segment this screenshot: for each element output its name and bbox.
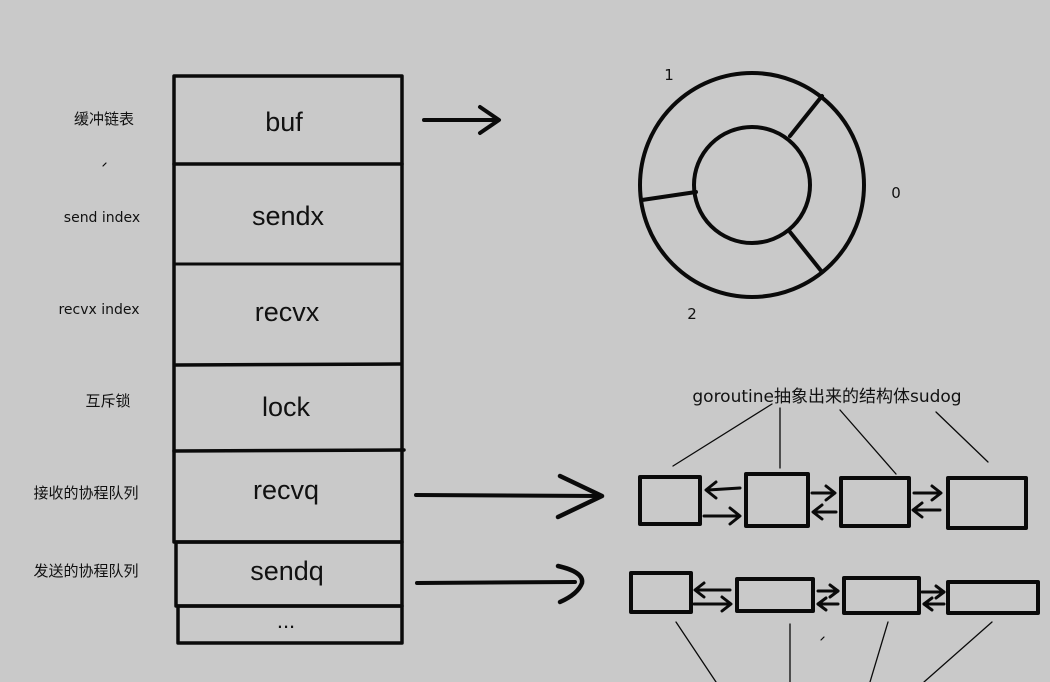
sendq-arrow [415,563,585,605]
buf-cell-text: buf [265,107,303,137]
sendx-cell-text: sendx [252,201,325,231]
ring-slot-divider [788,94,824,138]
ring-slot-label: 2 [687,305,697,323]
ring-outer [638,71,866,299]
cell-divider [174,362,402,367]
recvq-sudog-list [638,472,1028,530]
sendx-field-label: send index [64,210,140,226]
sendq-sudog-list [629,571,1040,615]
sudog-node [638,475,702,526]
sendq-pointer-lines [675,621,993,682]
sudog-node [839,476,911,528]
sendq-cell-text: sendq [250,556,324,586]
recvq-arrow [414,473,605,520]
sudog-node [946,476,1028,530]
ring-slot-divider [788,230,824,274]
annotation-pointer-lines [672,403,989,475]
buf-arrow [422,105,501,135]
sudog-annotation: goroutine抽象出来的结构体sudog [692,387,961,407]
recvx-cell-text: recvx [255,297,320,327]
ring-inner [692,125,812,245]
recvq-cell-text: recvq [253,475,319,505]
recvx-field-label: recvx index [58,302,139,318]
sudog-node [735,577,815,613]
ring-slot-label: 1 [664,66,674,84]
stray-mark [102,162,107,167]
ring-buffer [638,71,866,299]
sudog-node [629,571,693,614]
stray-mark [820,636,825,641]
hchan-struct-box [172,74,406,645]
recvq-field-label: 接收的协程队列 [33,484,138,502]
sudog-link-arrows [692,581,946,613]
buf-field-label: 缓冲链表 [74,110,134,128]
ellipsis-cell [176,604,404,645]
sendq-field-label: 发送的协程队列 [33,562,138,580]
sudog-node [744,472,810,528]
lock-cell-text: lock [262,392,311,422]
ring-slot-label: 0 [891,184,901,202]
sudog-node [946,580,1040,615]
ellipsis-cell-text: ... [277,608,295,633]
ring-slot-divider [640,190,698,202]
sudog-link-arrows [702,480,943,526]
lock-field-label: 互斥锁 [85,392,130,410]
sudog-node [842,576,921,615]
cell-divider [172,448,406,453]
